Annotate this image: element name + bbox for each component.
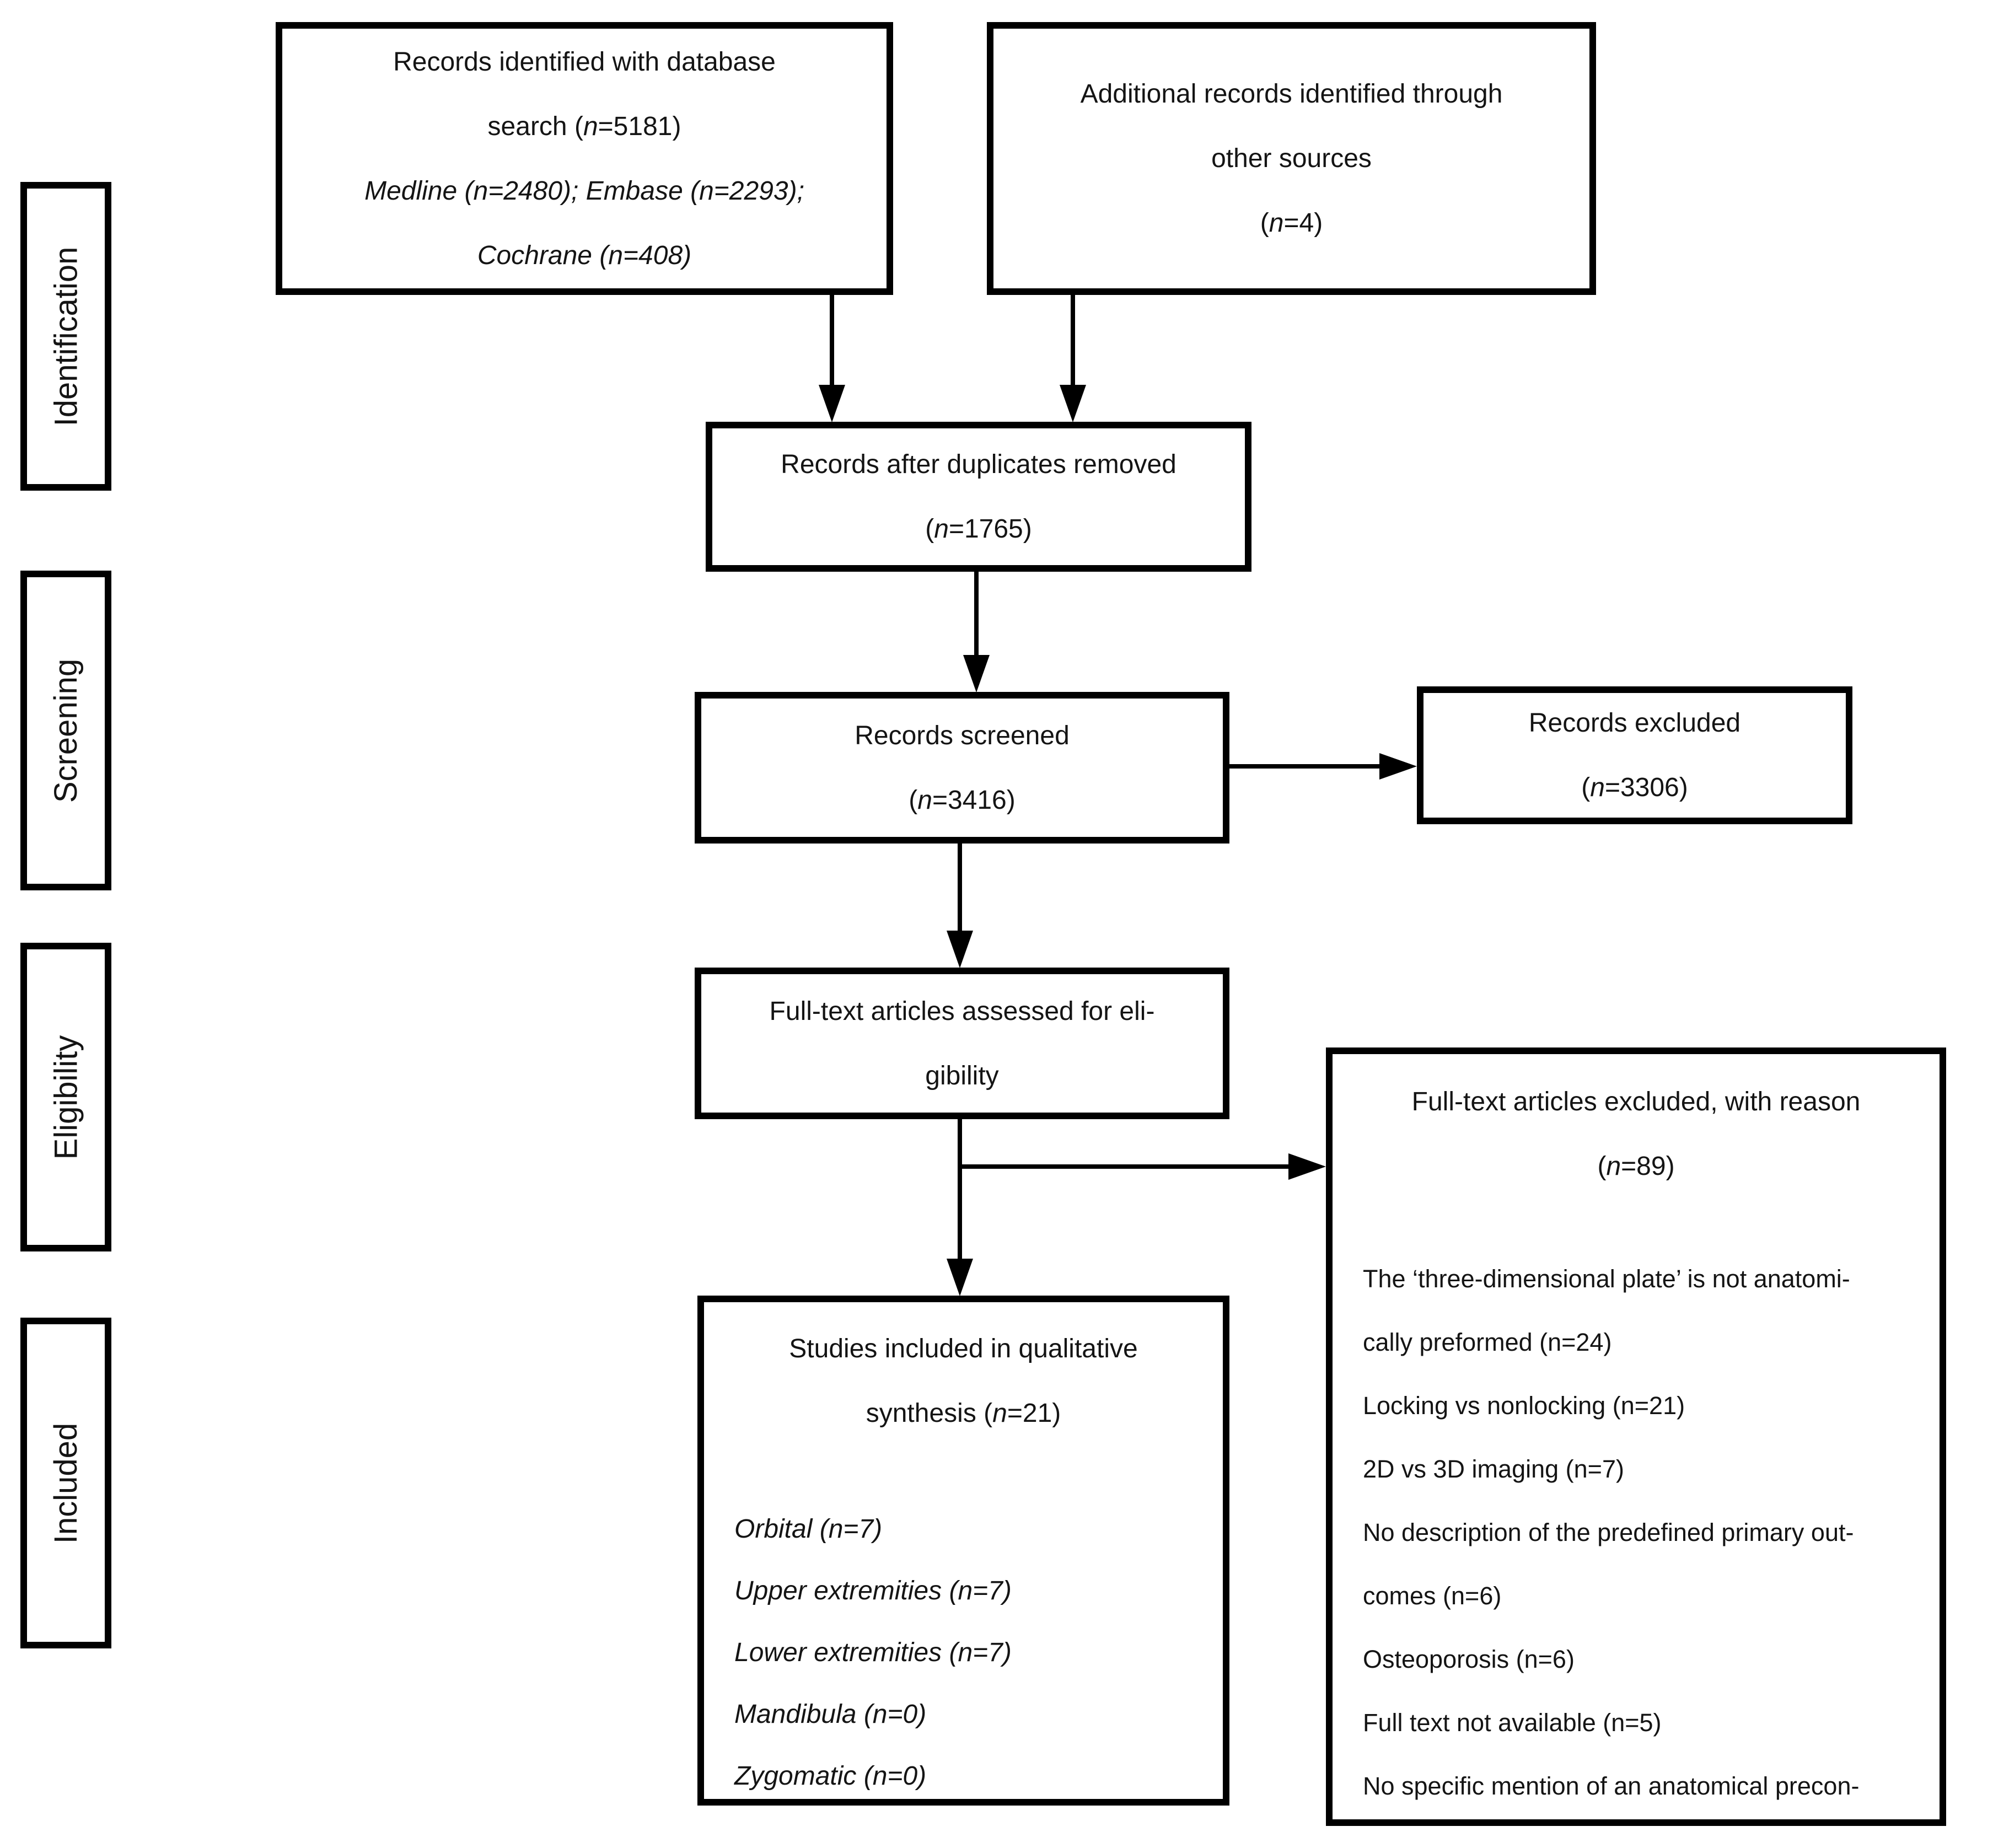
db-search-line2: search (n=5181) [487, 111, 681, 141]
stage-eligibility-label: Eligibility [48, 1035, 84, 1159]
ft-excluded-reason: Osteoporosis (n=6) [1363, 1645, 1575, 1673]
db-search-line4: Cochrane (n=408) [477, 240, 692, 270]
arrow-duplicates-to-screened-line [974, 572, 979, 657]
ft-excluded-title1: Full-text articles excluded, with reason [1411, 1087, 1861, 1116]
ft-excluded-reason: Locking vs nonlocking (n=21) [1363, 1392, 1685, 1420]
included-subgroup: Zygomatic (n=0) [734, 1761, 927, 1791]
records-identified-database-box: Records identified with database search … [276, 22, 893, 295]
included-subgroup: Lower extremities (n=7) [734, 1638, 1012, 1667]
ft-excluded-reason: cally preformed (n=24) [1363, 1328, 1612, 1356]
other-sources-line2: other sources [1211, 144, 1372, 173]
arrow-assessed-to-included-line [958, 1119, 962, 1260]
records-screened-box: Records screened (n=3416) [695, 692, 1229, 844]
arrow-assessed-to-ftexcluded-line [960, 1164, 1291, 1169]
included-synthesis-box: Studies included in qualitative synthesi… [697, 1296, 1229, 1806]
duplicates-line2: (n=1765) [925, 514, 1032, 544]
arrow-screened-to-excluded-line [1229, 764, 1383, 769]
stage-screening-box: Screening [20, 571, 111, 890]
duplicates-removed-box: Records after duplicates removed (n=1765… [706, 422, 1251, 572]
db-search-line1: Records identified with database [393, 47, 776, 77]
fulltext-excluded-box: Full-text articles excluded, with reason… [1326, 1047, 1946, 1826]
included-subgroup-list: Orbital (n=7) Upper extremities (n=7) Lo… [704, 1498, 1223, 1807]
stage-identification-label: Identification [48, 246, 84, 426]
arrow-dbsearch-to-duplicates-head [819, 385, 845, 422]
ft-excluded-reason: No specific mention of an anatomical pre… [1363, 1772, 1860, 1800]
ft-excluded-reason: No description of the predefined primary… [1363, 1518, 1854, 1546]
arrow-assessed-to-ftexcluded-head [1288, 1153, 1326, 1180]
ft-excluded-reason: comes (n=6) [1363, 1582, 1502, 1610]
included-title1: Studies included in qualitative [789, 1334, 1138, 1363]
arrow-screened-to-excluded-head [1379, 753, 1417, 780]
db-search-line3: Medline (n=2480); Embase (n=2293); [364, 176, 804, 206]
assessed-line2: gibility [925, 1061, 999, 1090]
excluded-line1: Records excluded [1528, 708, 1741, 738]
arrow-othersources-to-duplicates-head [1060, 385, 1086, 422]
arrow-dbsearch-to-duplicates-line [830, 295, 834, 386]
included-title2: synthesis (n=21) [866, 1399, 1061, 1428]
ft-excluded-reason-list: The ‘three-dimensional plate’ is not ana… [1333, 1247, 1940, 1818]
stage-eligibility-box: Eligibility [20, 943, 111, 1251]
screened-line2: (n=3416) [909, 785, 1016, 815]
records-excluded-box: Records excluded (n=3306) [1417, 686, 1852, 824]
fulltext-assessed-box: Full-text articles assessed for eli- gib… [695, 968, 1229, 1119]
excluded-line2: (n=3306) [1581, 773, 1688, 802]
other-sources-line3: (n=4) [1260, 208, 1323, 238]
included-subgroup: Orbital (n=7) [734, 1514, 883, 1544]
ft-excluded-reason: The ‘three-dimensional plate’ is not ana… [1363, 1265, 1850, 1293]
arrow-othersources-to-duplicates-line [1071, 295, 1075, 386]
stage-included-label: Included [48, 1422, 84, 1544]
assessed-line1: Full-text articles assessed for eli- [769, 996, 1155, 1026]
ft-excluded-title2: (n=89) [1597, 1152, 1675, 1181]
included-subgroup: Mandibula (n=0) [734, 1700, 927, 1729]
additional-records-box: Additional records identified through ot… [987, 22, 1596, 295]
ft-excluded-reason: Full text not available (n=5) [1363, 1709, 1662, 1737]
included-subgroup: Upper extremities (n=7) [734, 1576, 1012, 1605]
arrow-screened-to-assessed-head [947, 931, 973, 968]
screened-line1: Records screened [855, 721, 1070, 750]
stage-identification-box: Identification [20, 182, 111, 491]
other-sources-line1: Additional records identified through [1080, 79, 1503, 109]
stage-included-box: Included [20, 1318, 111, 1648]
ft-excluded-reason: 2D vs 3D imaging (n=7) [1363, 1455, 1624, 1483]
stage-screening-label: Screening [48, 658, 84, 803]
arrow-screened-to-assessed-line [958, 844, 962, 933]
arrow-assessed-to-included-head [947, 1259, 973, 1296]
duplicates-line1: Records after duplicates removed [781, 450, 1177, 479]
arrow-duplicates-to-screened-head [963, 655, 990, 692]
